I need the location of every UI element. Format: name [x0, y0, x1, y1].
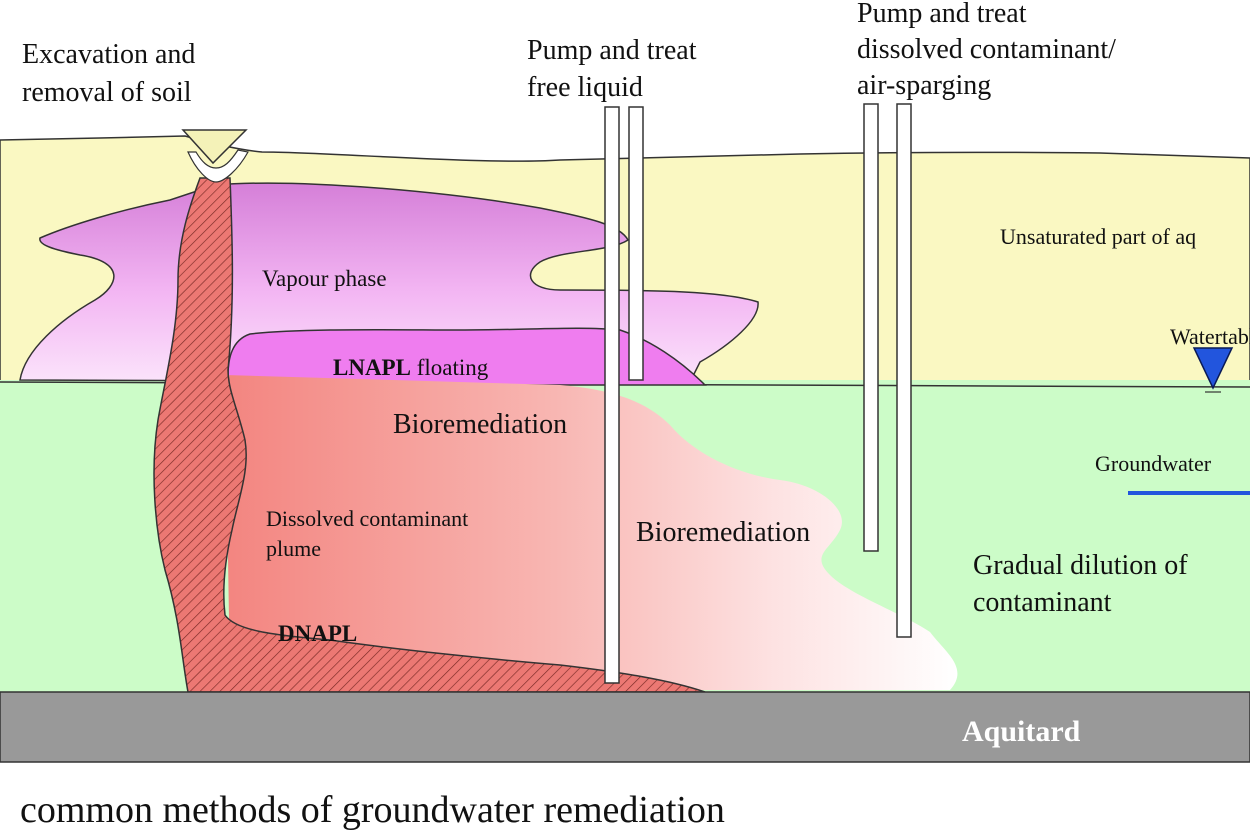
watertable-label: Watertabl — [1170, 324, 1250, 349]
dnapl-zone — [153, 177, 706, 693]
vapour-phase-label: Vapour phase — [262, 266, 387, 291]
pump-dissolved-label-line2: dissolved contaminant/ — [857, 34, 1116, 65]
plume-label-line2: plume — [266, 536, 321, 561]
lnapl-label-rest: floating — [411, 355, 489, 380]
contaminant-plume — [225, 375, 958, 690]
bioremediation-label-2: Bioremediation — [636, 517, 810, 548]
excavation-label-line1: Excavation and — [22, 39, 195, 70]
aquitard-label: Aquitard — [962, 715, 1081, 748]
bioremediation-label-1: Bioremediation — [393, 409, 567, 440]
pump-free-label-line1: Pump and treat — [527, 35, 697, 66]
groundwater-label: Groundwater — [1095, 451, 1212, 476]
lnapl-label-bold: LNAPL — [333, 355, 411, 380]
pump-dissolved-label-line1: Pump and treat — [857, 0, 1027, 29]
free-liquid-well-short — [628, 106, 644, 381]
pump-free-label-line2: free liquid — [527, 72, 643, 103]
dnapl-label: DNAPL — [278, 621, 357, 646]
dissolved-well-short — [863, 103, 879, 552]
lnapl-zone — [227, 327, 707, 386]
unsaturated-label: Unsaturated part of aq — [1000, 224, 1196, 249]
aquitard-layer — [0, 691, 1250, 763]
watertable-marker-icon — [1192, 347, 1234, 390]
plume-label-line1: Dissolved contaminant — [266, 506, 468, 531]
dilution-label-line1: Gradual dilution of — [973, 550, 1188, 581]
diagram-caption: common methods of groundwater remediatio… — [20, 789, 725, 831]
dissolved-well-long — [896, 103, 912, 638]
excavation-notch — [181, 129, 248, 165]
excavation-pit — [187, 149, 249, 183]
dilution-label-line2: contaminant — [973, 587, 1112, 618]
free-liquid-well-long — [604, 106, 620, 684]
excavation-label-line2: removal of soil — [22, 77, 192, 108]
pump-dissolved-label-line3: air-sparging — [857, 70, 991, 101]
lnapl-label: LNAPL floating — [333, 355, 489, 380]
